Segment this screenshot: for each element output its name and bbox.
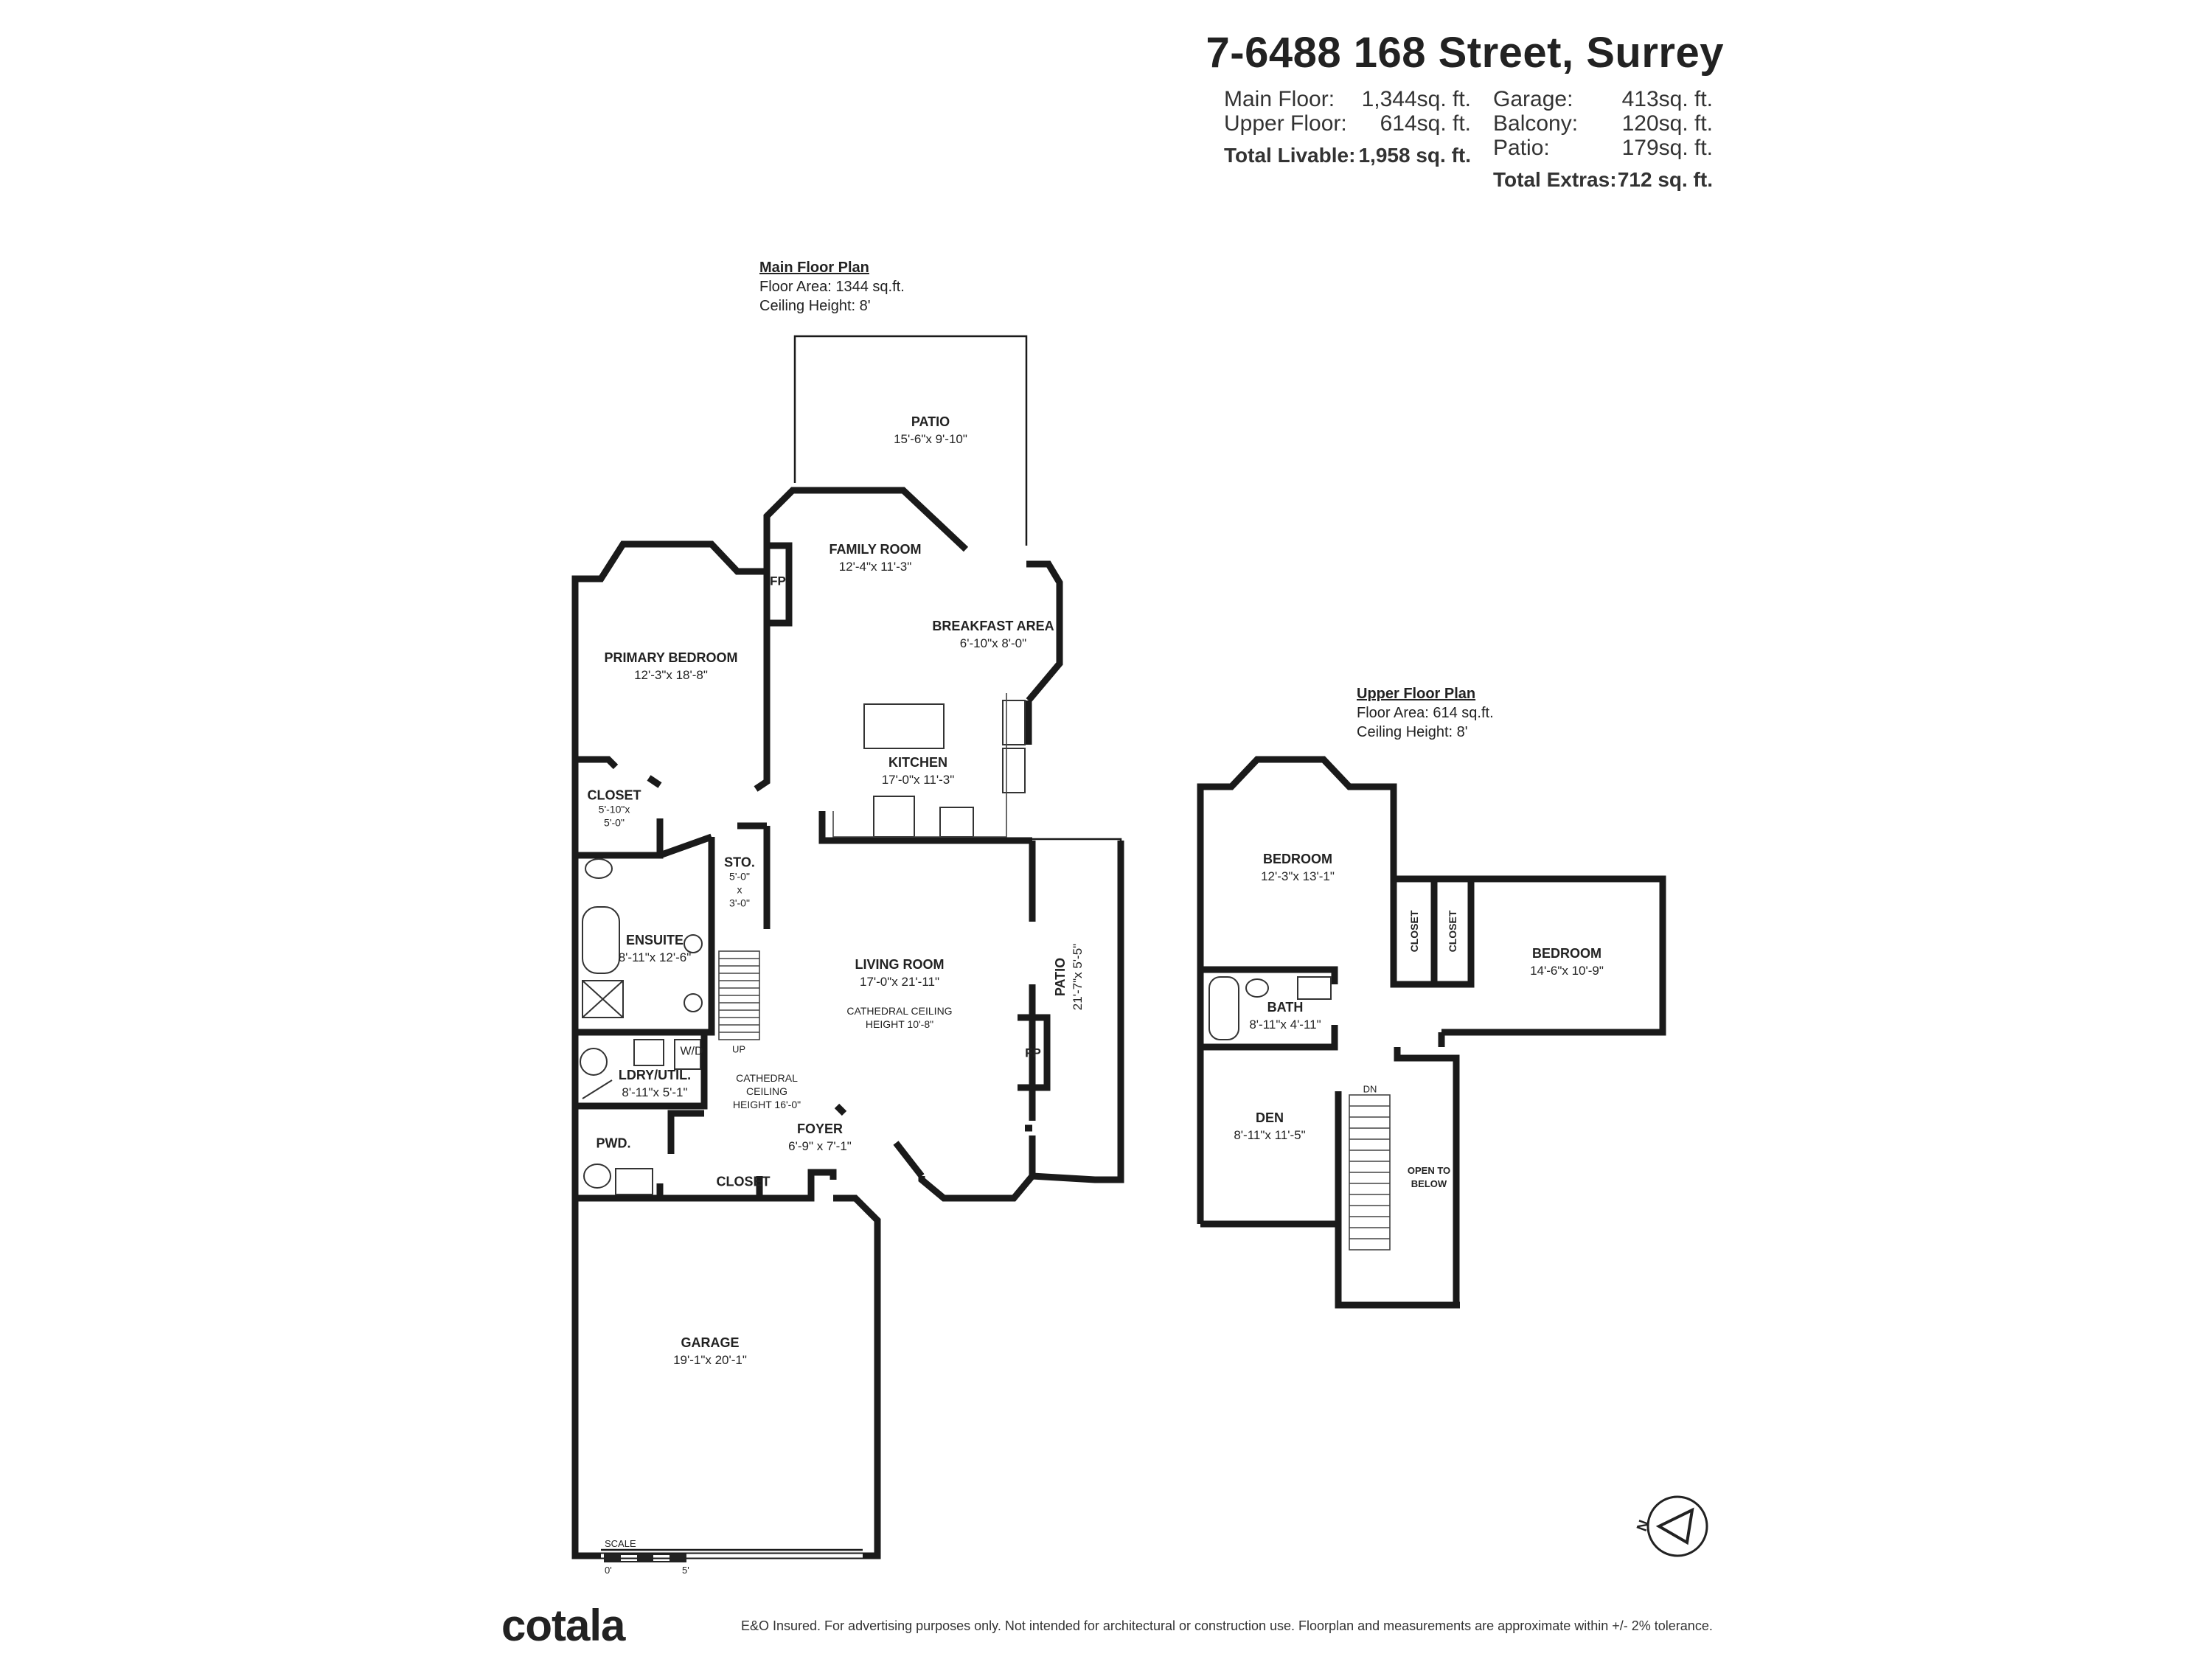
scale-max-label: 5' <box>682 1565 689 1576</box>
total-extras-label: Total Extras: <box>1493 168 1617 191</box>
patio-area-value: 179sq. ft. <box>1621 136 1713 160</box>
total-extras-value: 712 sq. ft. <box>1617 168 1713 191</box>
upper-closet-a-label: CLOSET <box>1408 910 1420 953</box>
upper-floor-label: Upper Floor: <box>1224 111 1347 136</box>
disclaimer-text: E&O Insured. For advertising purposes on… <box>741 1618 1713 1633</box>
scale-min-label: 0' <box>605 1565 612 1576</box>
cotala-logo: cotala <box>501 1601 625 1650</box>
scale-bar <box>604 1554 686 1562</box>
patio-top-outline <box>793 335 1028 546</box>
living-room-walls <box>918 1135 1036 1202</box>
fireplace-label-1: FP <box>770 574 786 588</box>
upper-bath-walls <box>1200 966 1338 984</box>
balcony-area-label: Balcony: <box>1493 111 1579 136</box>
main-floor-heading: Main Floor Plan Floor Area: 1344 sq.ft. … <box>759 260 905 314</box>
total-livable-value: 1,958 sq. ft. <box>1358 144 1471 167</box>
balcony-area-value: 120sq. ft. <box>1621 111 1713 136</box>
garage-area-value: 413sq. ft. <box>1621 87 1713 111</box>
main-floor-value: 1,344sq. ft. <box>1361 87 1471 111</box>
breakfast-walls <box>1026 560 1063 703</box>
fireplace-label-2: FP <box>1025 1046 1041 1060</box>
garage-walls <box>571 1194 881 1559</box>
upper-closet-b-label: CLOSET <box>1447 910 1458 953</box>
main-floor-label: Main Floor: <box>1224 87 1335 111</box>
patio-area-label: Patio: <box>1493 136 1550 160</box>
kitchen-walls <box>818 811 1032 844</box>
powder-room-label: PWD. <box>596 1135 631 1151</box>
scale-label: SCALE <box>605 1538 636 1549</box>
property-address: 7-6488 168 Street, Surrey <box>1206 29 1724 77</box>
laundry-label: LDRY/UTIL.8'-11"x 5'-1" <box>618 1068 692 1099</box>
upper-floor-value: 614sq. ft. <box>1380 111 1471 136</box>
open-to-below-walls <box>1453 1058 1460 1309</box>
upper-bedroom1-walls <box>1197 756 1397 1224</box>
upper-closets <box>1390 879 1438 988</box>
fireplace-wall <box>763 542 793 627</box>
stairs-up-label: UP <box>731 1043 746 1055</box>
upper-floor-heading: Upper Floor Plan Floor Area: 614 sq.ft. … <box>1357 686 1494 740</box>
compass-icon <box>1646 1495 1708 1557</box>
foyer-closet-label: CLOSET <box>716 1174 771 1189</box>
main-stairs <box>718 950 760 1040</box>
upper-bedroom2-walls <box>1394 875 1666 1036</box>
upper-stairs <box>1349 1094 1391 1251</box>
total-livable-label: Total Livable: <box>1224 144 1356 167</box>
washer-dryer-label: W/D <box>680 1045 703 1058</box>
powder-walls <box>571 1106 664 1202</box>
family-room-walls <box>763 487 969 552</box>
primary-bedroom-walls <box>571 540 767 782</box>
garage-area-label: Garage: <box>1493 87 1573 111</box>
stairs-down-label: DN <box>1363 1083 1377 1095</box>
